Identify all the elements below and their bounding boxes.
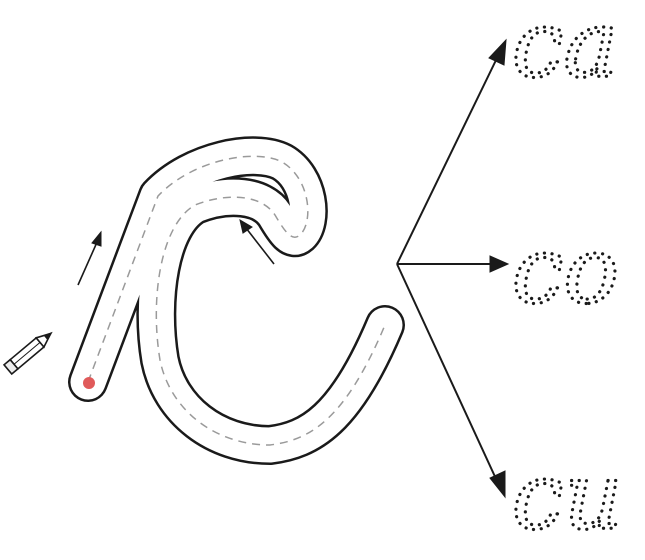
branch-arrows <box>396 38 510 499</box>
pencil-icon <box>2 331 53 376</box>
syllable-co: co <box>512 217 619 324</box>
letter-fill <box>70 138 403 463</box>
syllable-cu: cu <box>512 443 623 550</box>
dashed-guide-line <box>87 155 386 446</box>
direction-arrow-icon <box>239 218 275 265</box>
arrow-to-cu <box>396 263 498 482</box>
direction-arrow-icon <box>77 230 102 286</box>
tracing-letter-c <box>68 136 405 465</box>
start-dot <box>83 377 95 389</box>
arrow-to-ca <box>396 55 499 265</box>
syllable-ca: ca <box>512 0 618 98</box>
